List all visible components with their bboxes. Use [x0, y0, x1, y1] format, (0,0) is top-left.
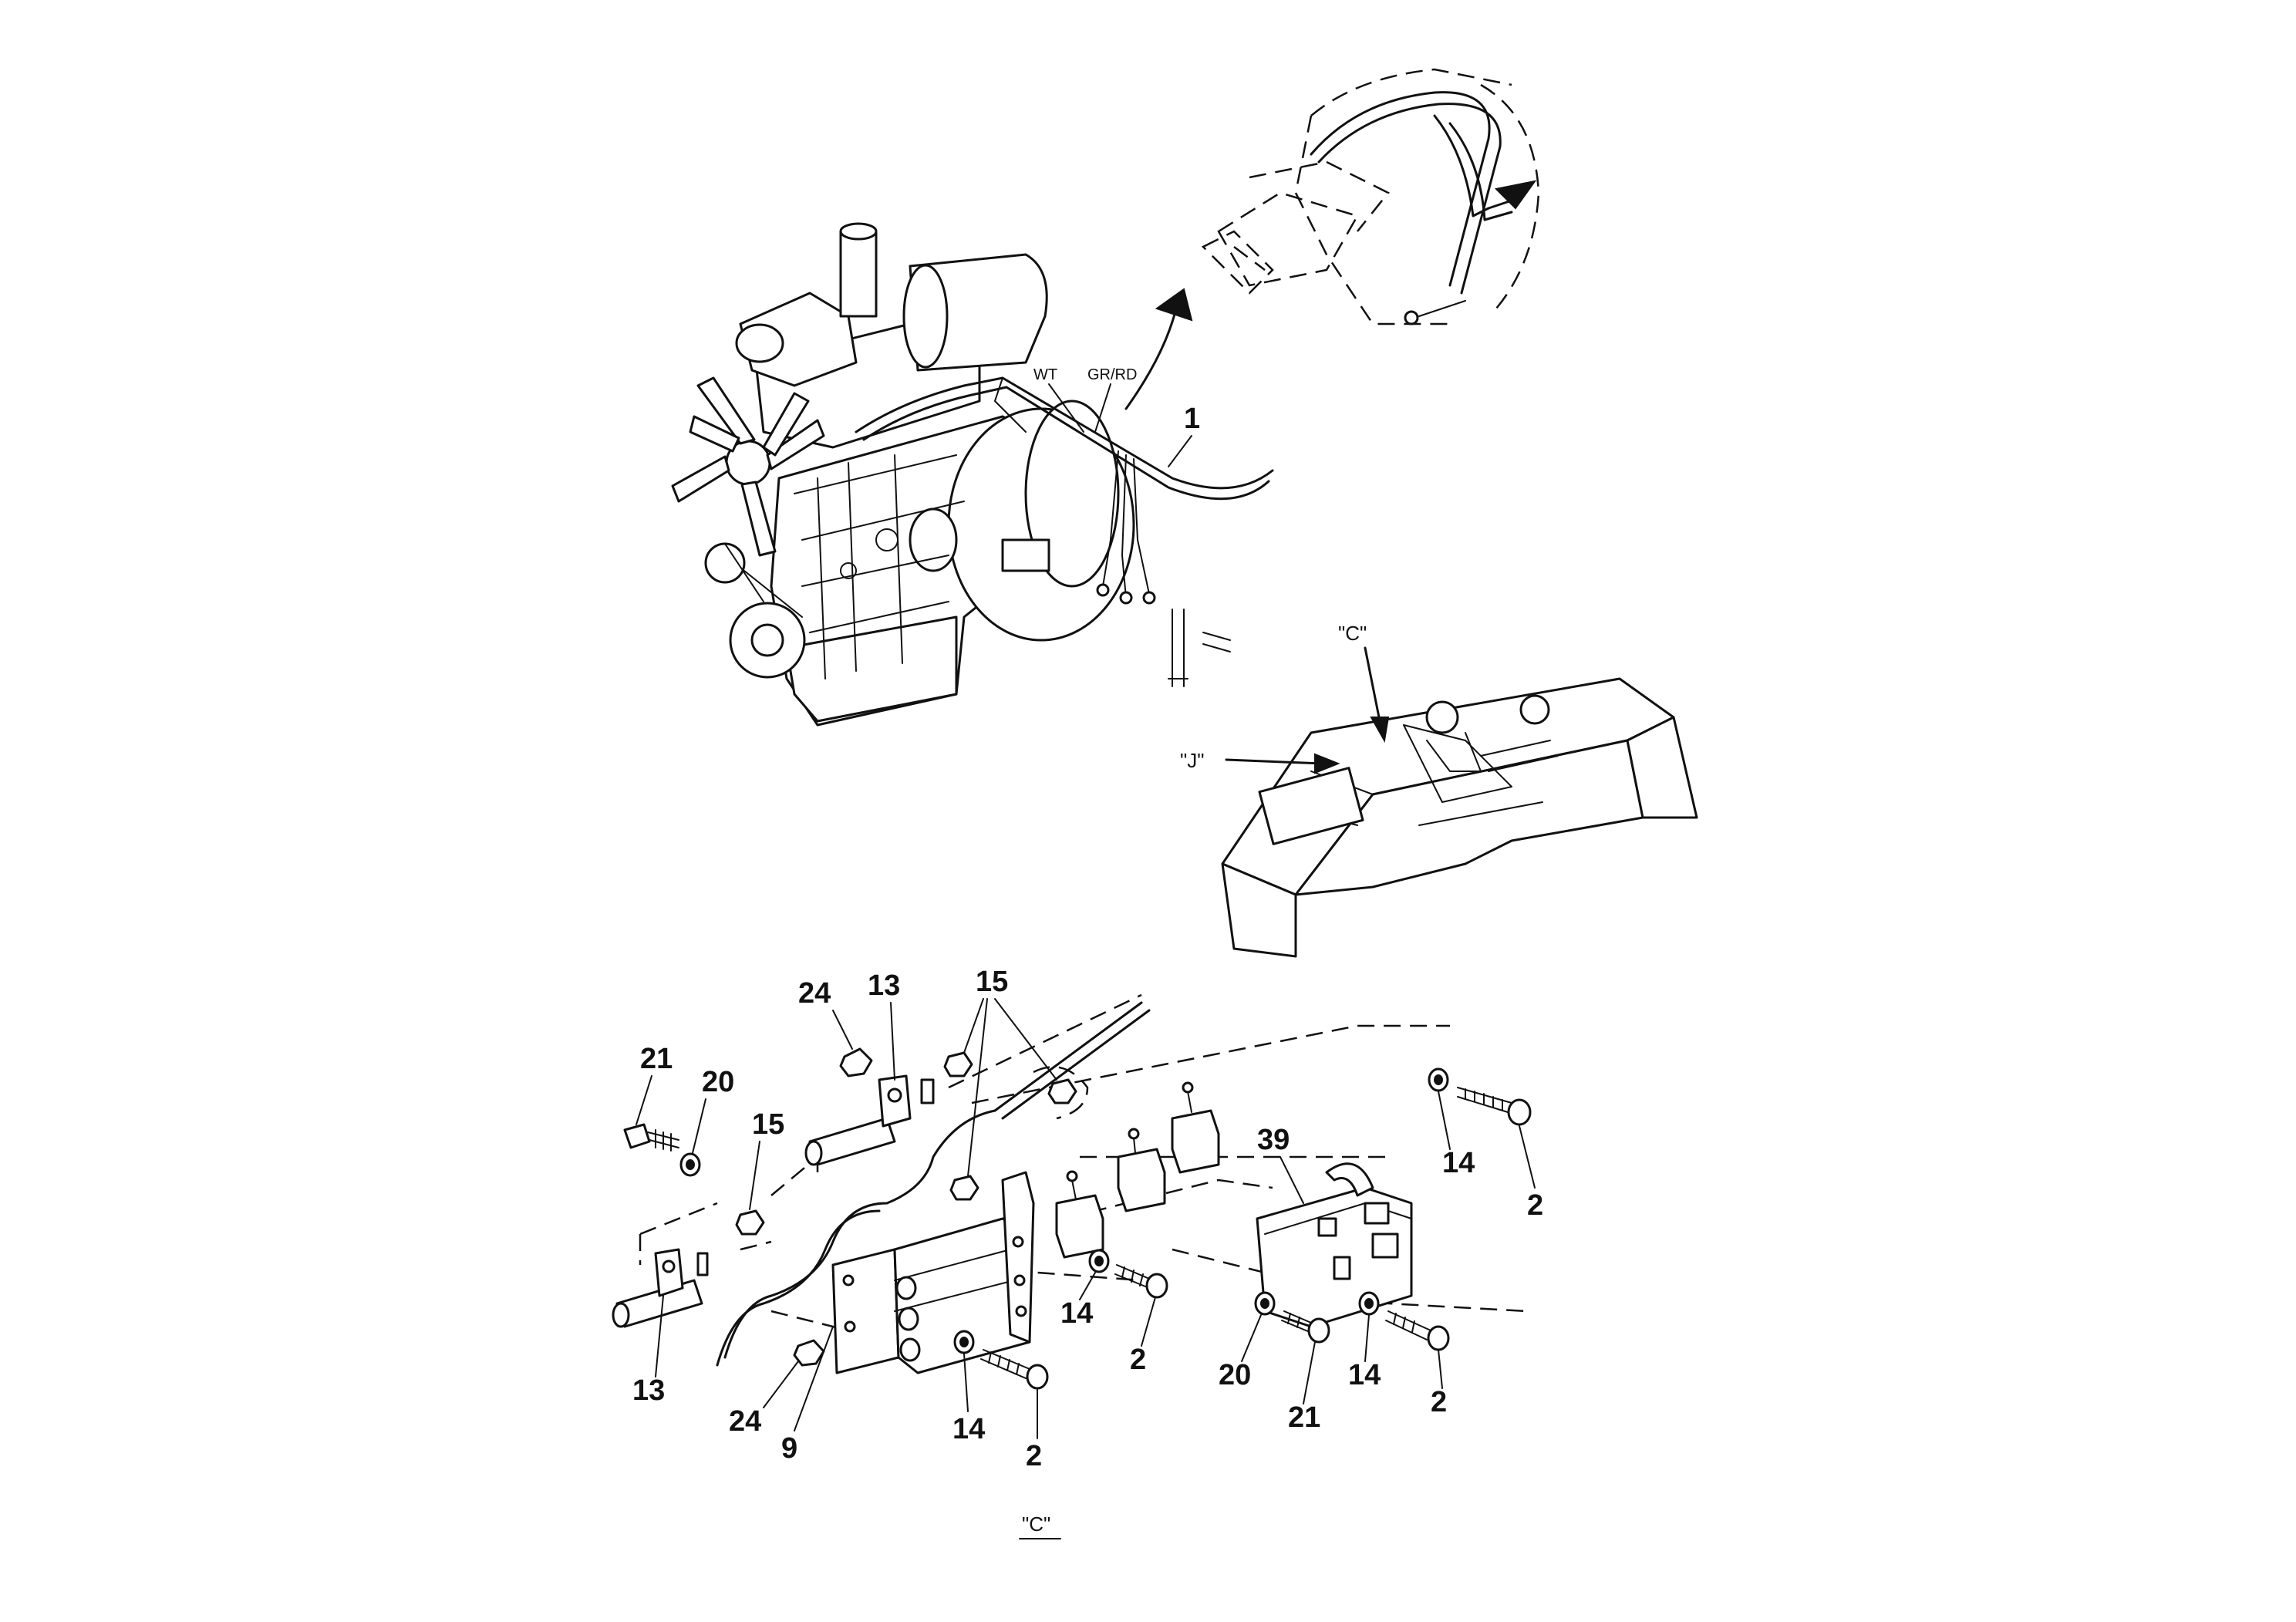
- part-number-2-bottom-right: 2: [1431, 1386, 1447, 1418]
- part-number-24-top: 24: [798, 977, 831, 1010]
- part-number-2-center: 2: [1130, 1344, 1146, 1376]
- part-number-1: 1: [1184, 403, 1200, 435]
- part-number-39: 39: [1257, 1124, 1290, 1156]
- machine-frame: [1221, 677, 1698, 958]
- part-number-13-bottom: 13: [632, 1374, 665, 1407]
- part-number-14-center: 14: [1060, 1297, 1093, 1330]
- part-number-24-bottom: 24: [729, 1405, 761, 1438]
- engine-illustration: [671, 222, 1135, 727]
- relay-cubes: [1055, 1081, 1220, 1259]
- wire-harness: [855, 288, 1274, 687]
- part-number-13-top: 13: [868, 969, 900, 1002]
- part-number-20-bottom: 20: [1219, 1359, 1251, 1391]
- wire-label-wt: WT: [1033, 366, 1057, 383]
- part-number-15-top: 15: [976, 966, 1008, 998]
- part-number-14-bottom: 14: [952, 1413, 985, 1445]
- harness-routing-detail: [1201, 68, 1540, 325]
- detail-view-c: [612, 993, 1532, 1390]
- wire-label-gr-rd: GR/RD: [1087, 366, 1137, 383]
- part-number-2-bottom: 2: [1026, 1440, 1042, 1472]
- view-callout-j: "J": [1180, 749, 1204, 772]
- part-number-14-right: 14: [1442, 1147, 1475, 1179]
- part-number-21-bottom: 21: [1288, 1401, 1320, 1434]
- view-callout-c: "C": [1338, 622, 1367, 645]
- detail-title-c: "C": [1022, 1512, 1050, 1536]
- part-number-21-left: 21: [640, 1043, 673, 1075]
- part-number-14-bottom-right: 14: [1348, 1359, 1381, 1391]
- part-number-9: 9: [781, 1432, 797, 1465]
- part-number-2-right: 2: [1527, 1189, 1543, 1222]
- cooling-fan: [671, 376, 825, 557]
- part-number-15-mid: 15: [752, 1108, 784, 1141]
- part-number-20-left: 20: [702, 1066, 734, 1098]
